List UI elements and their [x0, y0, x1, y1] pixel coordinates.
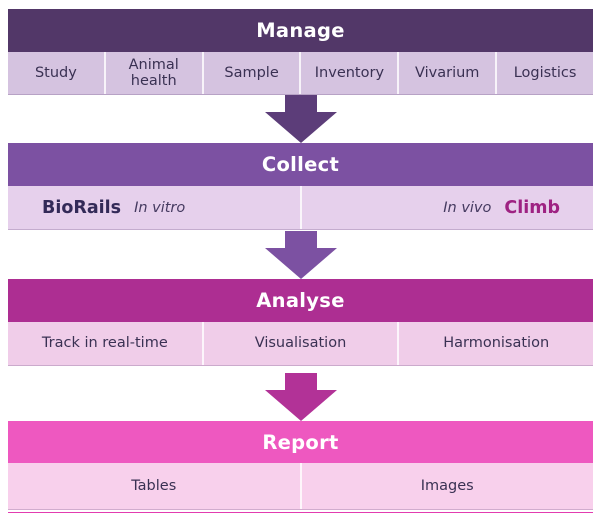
manage-cell-vivarium: Vivarium [397, 52, 495, 94]
collect-cell-in-vivo: In vivo Climb [300, 186, 593, 229]
collect-title: Collect [261, 153, 340, 176]
analyse-row: Track in real-time Visualisation Harmoni… [8, 322, 593, 366]
down-arrow-icon [264, 231, 337, 279]
down-arrow-icon [264, 373, 337, 421]
manage-title: Manage [256, 19, 345, 42]
report-header: Report [8, 421, 593, 463]
arrow-gap-3 [8, 366, 593, 421]
in-vitro-label: In vitro [134, 199, 186, 216]
report-title: Report [262, 430, 339, 454]
manage-row: Study Animal health Sample Inventory Viv… [8, 52, 593, 95]
manage-cell-inventory: Inventory [299, 52, 397, 94]
climb-label: Climb [504, 197, 560, 218]
collect-cell-in-vitro: BioRails In vitro [8, 186, 300, 229]
manage-cell-study: Study [34, 64, 77, 81]
manage-cell-sample: Sample [201, 52, 300, 94]
stage-analyse: Analyse Track in real-time Visualisation… [8, 279, 593, 366]
analyse-cell-harmonisation: Harmonisation [397, 322, 593, 365]
down-arrow-icon [264, 95, 337, 143]
report-cell-tables: Tables [131, 477, 177, 494]
biorails-label: BioRails [42, 197, 122, 218]
in-vivo-label: In vivo [443, 199, 492, 216]
analyse-title: Analyse [256, 289, 345, 312]
manage-cell-animal-health: Animal health [103, 52, 202, 94]
analyse-header: Analyse [8, 279, 593, 322]
report-cell-images: Images [299, 463, 594, 509]
stage-manage: Manage Study Animal health Sample Invent… [8, 9, 593, 95]
report-row: Tables Images [8, 463, 593, 510]
stage-collect: Collect BioRails In vitro In vivo Climb [8, 143, 593, 230]
arrow-gap-1 [8, 95, 593, 143]
manage-header: Manage [8, 9, 593, 52]
analyse-cell-visualisation: Visualisation [201, 322, 398, 365]
stage-report: Report Tables Images [8, 421, 593, 510]
analyse-cell-track: Track in real-time [41, 335, 168, 352]
collect-row: BioRails In vitro In vivo Climb [8, 186, 593, 230]
manage-cell-logistics: Logistics [495, 52, 593, 94]
arrow-gap-2 [8, 230, 593, 279]
collect-header: Collect [8, 143, 593, 186]
